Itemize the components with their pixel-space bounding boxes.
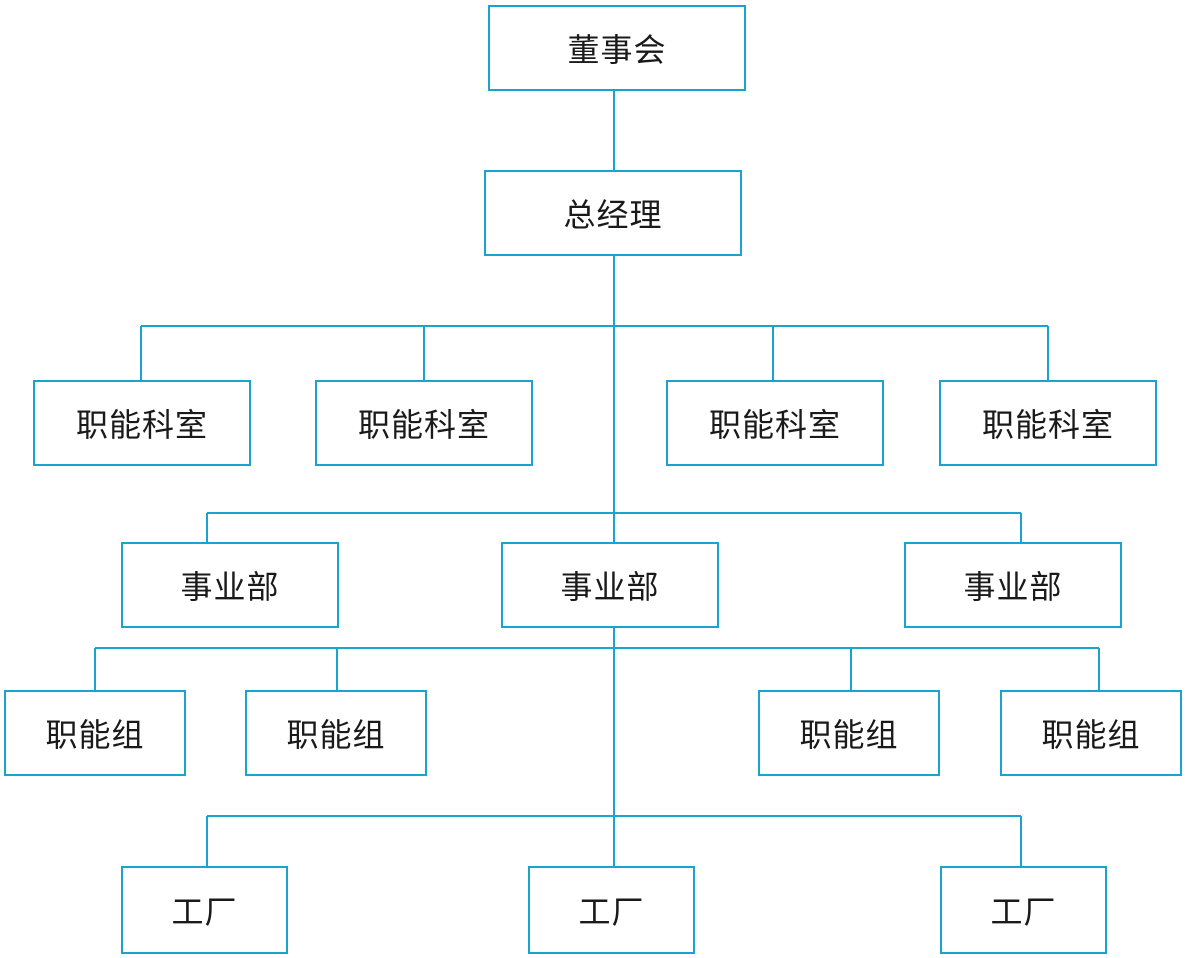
- node-board: 董事会: [488, 5, 746, 91]
- node-functional-group: 职能组: [1000, 690, 1182, 776]
- node-general-manager: 总经理: [484, 170, 742, 256]
- node-division: 事业部: [501, 542, 719, 628]
- node-functional-office: 职能科室: [315, 380, 533, 466]
- node-functional-group: 职能组: [758, 690, 940, 776]
- node-functional-group: 职能组: [245, 690, 427, 776]
- node-factory: 工厂: [121, 866, 288, 954]
- node-factory: 工厂: [528, 866, 695, 954]
- node-functional-office: 职能科室: [939, 380, 1157, 466]
- node-factory: 工厂: [940, 866, 1107, 954]
- node-division: 事业部: [121, 542, 339, 628]
- node-functional-group: 职能组: [4, 690, 186, 776]
- node-functional-office: 职能科室: [666, 380, 884, 466]
- node-functional-office: 职能科室: [33, 380, 251, 466]
- node-division: 事业部: [904, 542, 1122, 628]
